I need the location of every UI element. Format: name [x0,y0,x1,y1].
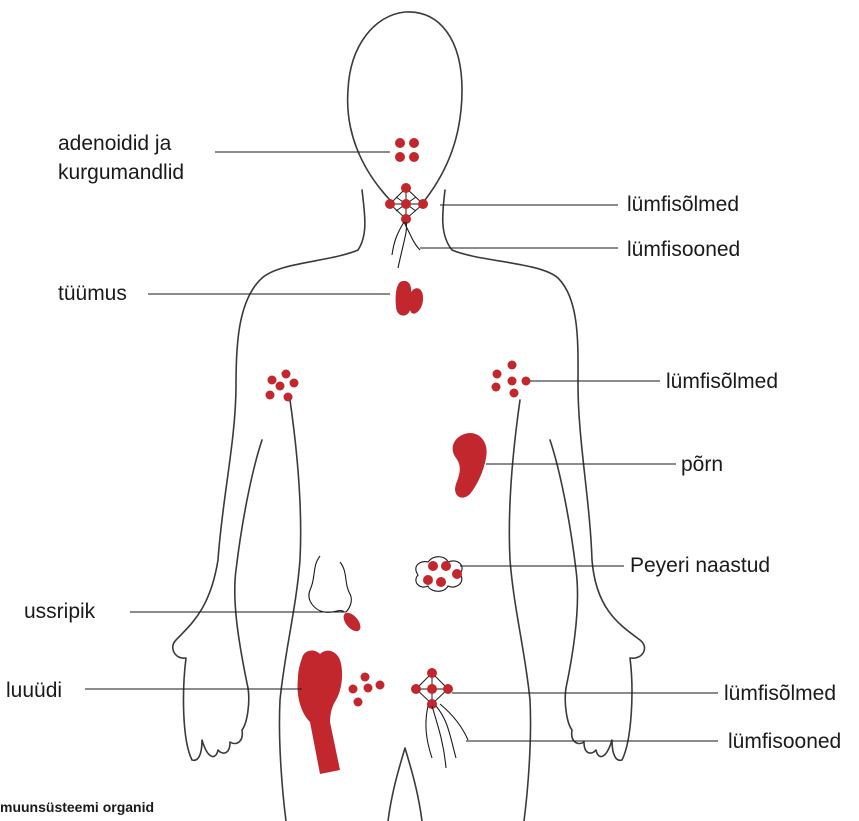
label-lymph-nodes-groin: lümfisõlmed [724,682,836,705]
label-adenoids-line2: kurgumandlid [58,161,184,184]
lymph-node-cluster-neck [385,183,428,224]
lymph-node-cluster-left-armpit [266,370,299,402]
peyers-patches-organ [416,557,462,592]
lymph-node-cluster-groin [411,668,453,709]
lymph-vessels-groin [426,704,468,768]
label-lymph-nodes-neck: lümfisõlmed [627,193,739,216]
appendix-organ [309,556,364,634]
thymus-organ [396,281,423,316]
label-appendix: ussripik [24,600,96,623]
adenoids-tonsils-dots [395,138,419,162]
label-peyers-patches: Peyeri naastud [630,554,770,577]
body-silhouette [173,12,645,821]
lymph-node-cluster-right-armpit [492,361,531,398]
label-lymph-vessels-neck: lümfisooned [627,238,740,261]
label-spleen: põrn [681,453,723,476]
label-lymph-nodes-armpit: lümfisõlmed [666,370,778,393]
spleen-organ [453,433,487,498]
lymph-vessels-neck [392,222,420,268]
label-bone-marrow: luuüdi [6,679,62,702]
label-thymus: tüümus [58,282,127,305]
bone-marrow-organ [298,651,343,774]
diagram-caption: muunsüsteemi organid [0,799,154,815]
lymph-node-cluster-pelvis [349,673,385,707]
leader-lines [85,152,718,741]
label-adenoids-line1: adenoidid ja [58,132,172,155]
label-lymph-vessels-groin: lümfisooned [728,730,841,753]
